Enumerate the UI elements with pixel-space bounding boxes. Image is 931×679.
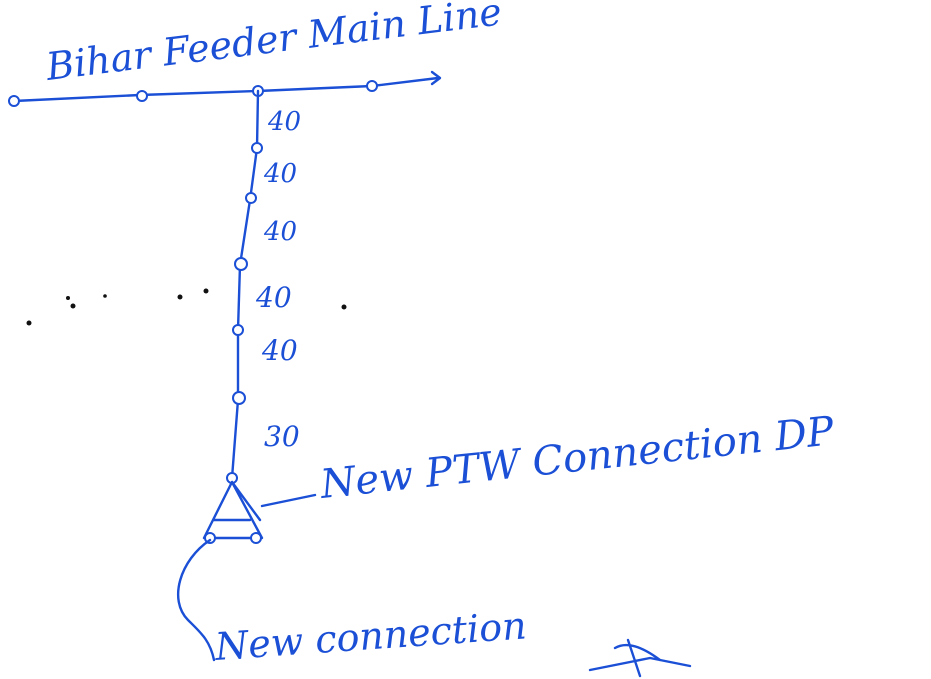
main-line-pole bbox=[136, 90, 148, 102]
dp-pointer-line bbox=[260, 493, 317, 508]
span-length-label: 40 bbox=[255, 281, 292, 314]
main-line-pole bbox=[366, 80, 378, 92]
stray-dot bbox=[70, 303, 76, 309]
dp-pole bbox=[250, 532, 262, 544]
service-cable bbox=[177, 538, 216, 662]
span-length-label: 40 bbox=[267, 107, 301, 137]
connection-label: New connection bbox=[213, 603, 528, 669]
stray-dot bbox=[26, 320, 32, 326]
dp-structure bbox=[202, 480, 264, 540]
stray-dot bbox=[103, 294, 107, 298]
tap-line-pole bbox=[251, 142, 263, 154]
tap-line-pole bbox=[234, 257, 248, 271]
span-length-label: 40 bbox=[263, 159, 297, 189]
span-length-label: 40 bbox=[261, 334, 298, 367]
stray-dot bbox=[66, 296, 70, 300]
stray-dot bbox=[203, 288, 209, 294]
main-line-pole bbox=[8, 95, 20, 107]
dp-label: New PTW Connection DP bbox=[317, 408, 837, 508]
tap-line-pole bbox=[232, 324, 244, 336]
tap-line-pole bbox=[245, 192, 257, 204]
stray-dot bbox=[341, 304, 347, 310]
span-length-label: 30 bbox=[264, 420, 300, 453]
signature-mark bbox=[588, 638, 692, 678]
span-length-label: 40 bbox=[263, 217, 297, 247]
main-line-label: Bihar Feeder Main Line bbox=[43, 0, 504, 89]
tap-line-pole bbox=[232, 391, 246, 405]
main-line-arrow-tip bbox=[430, 70, 442, 86]
stray-dot bbox=[177, 294, 183, 300]
